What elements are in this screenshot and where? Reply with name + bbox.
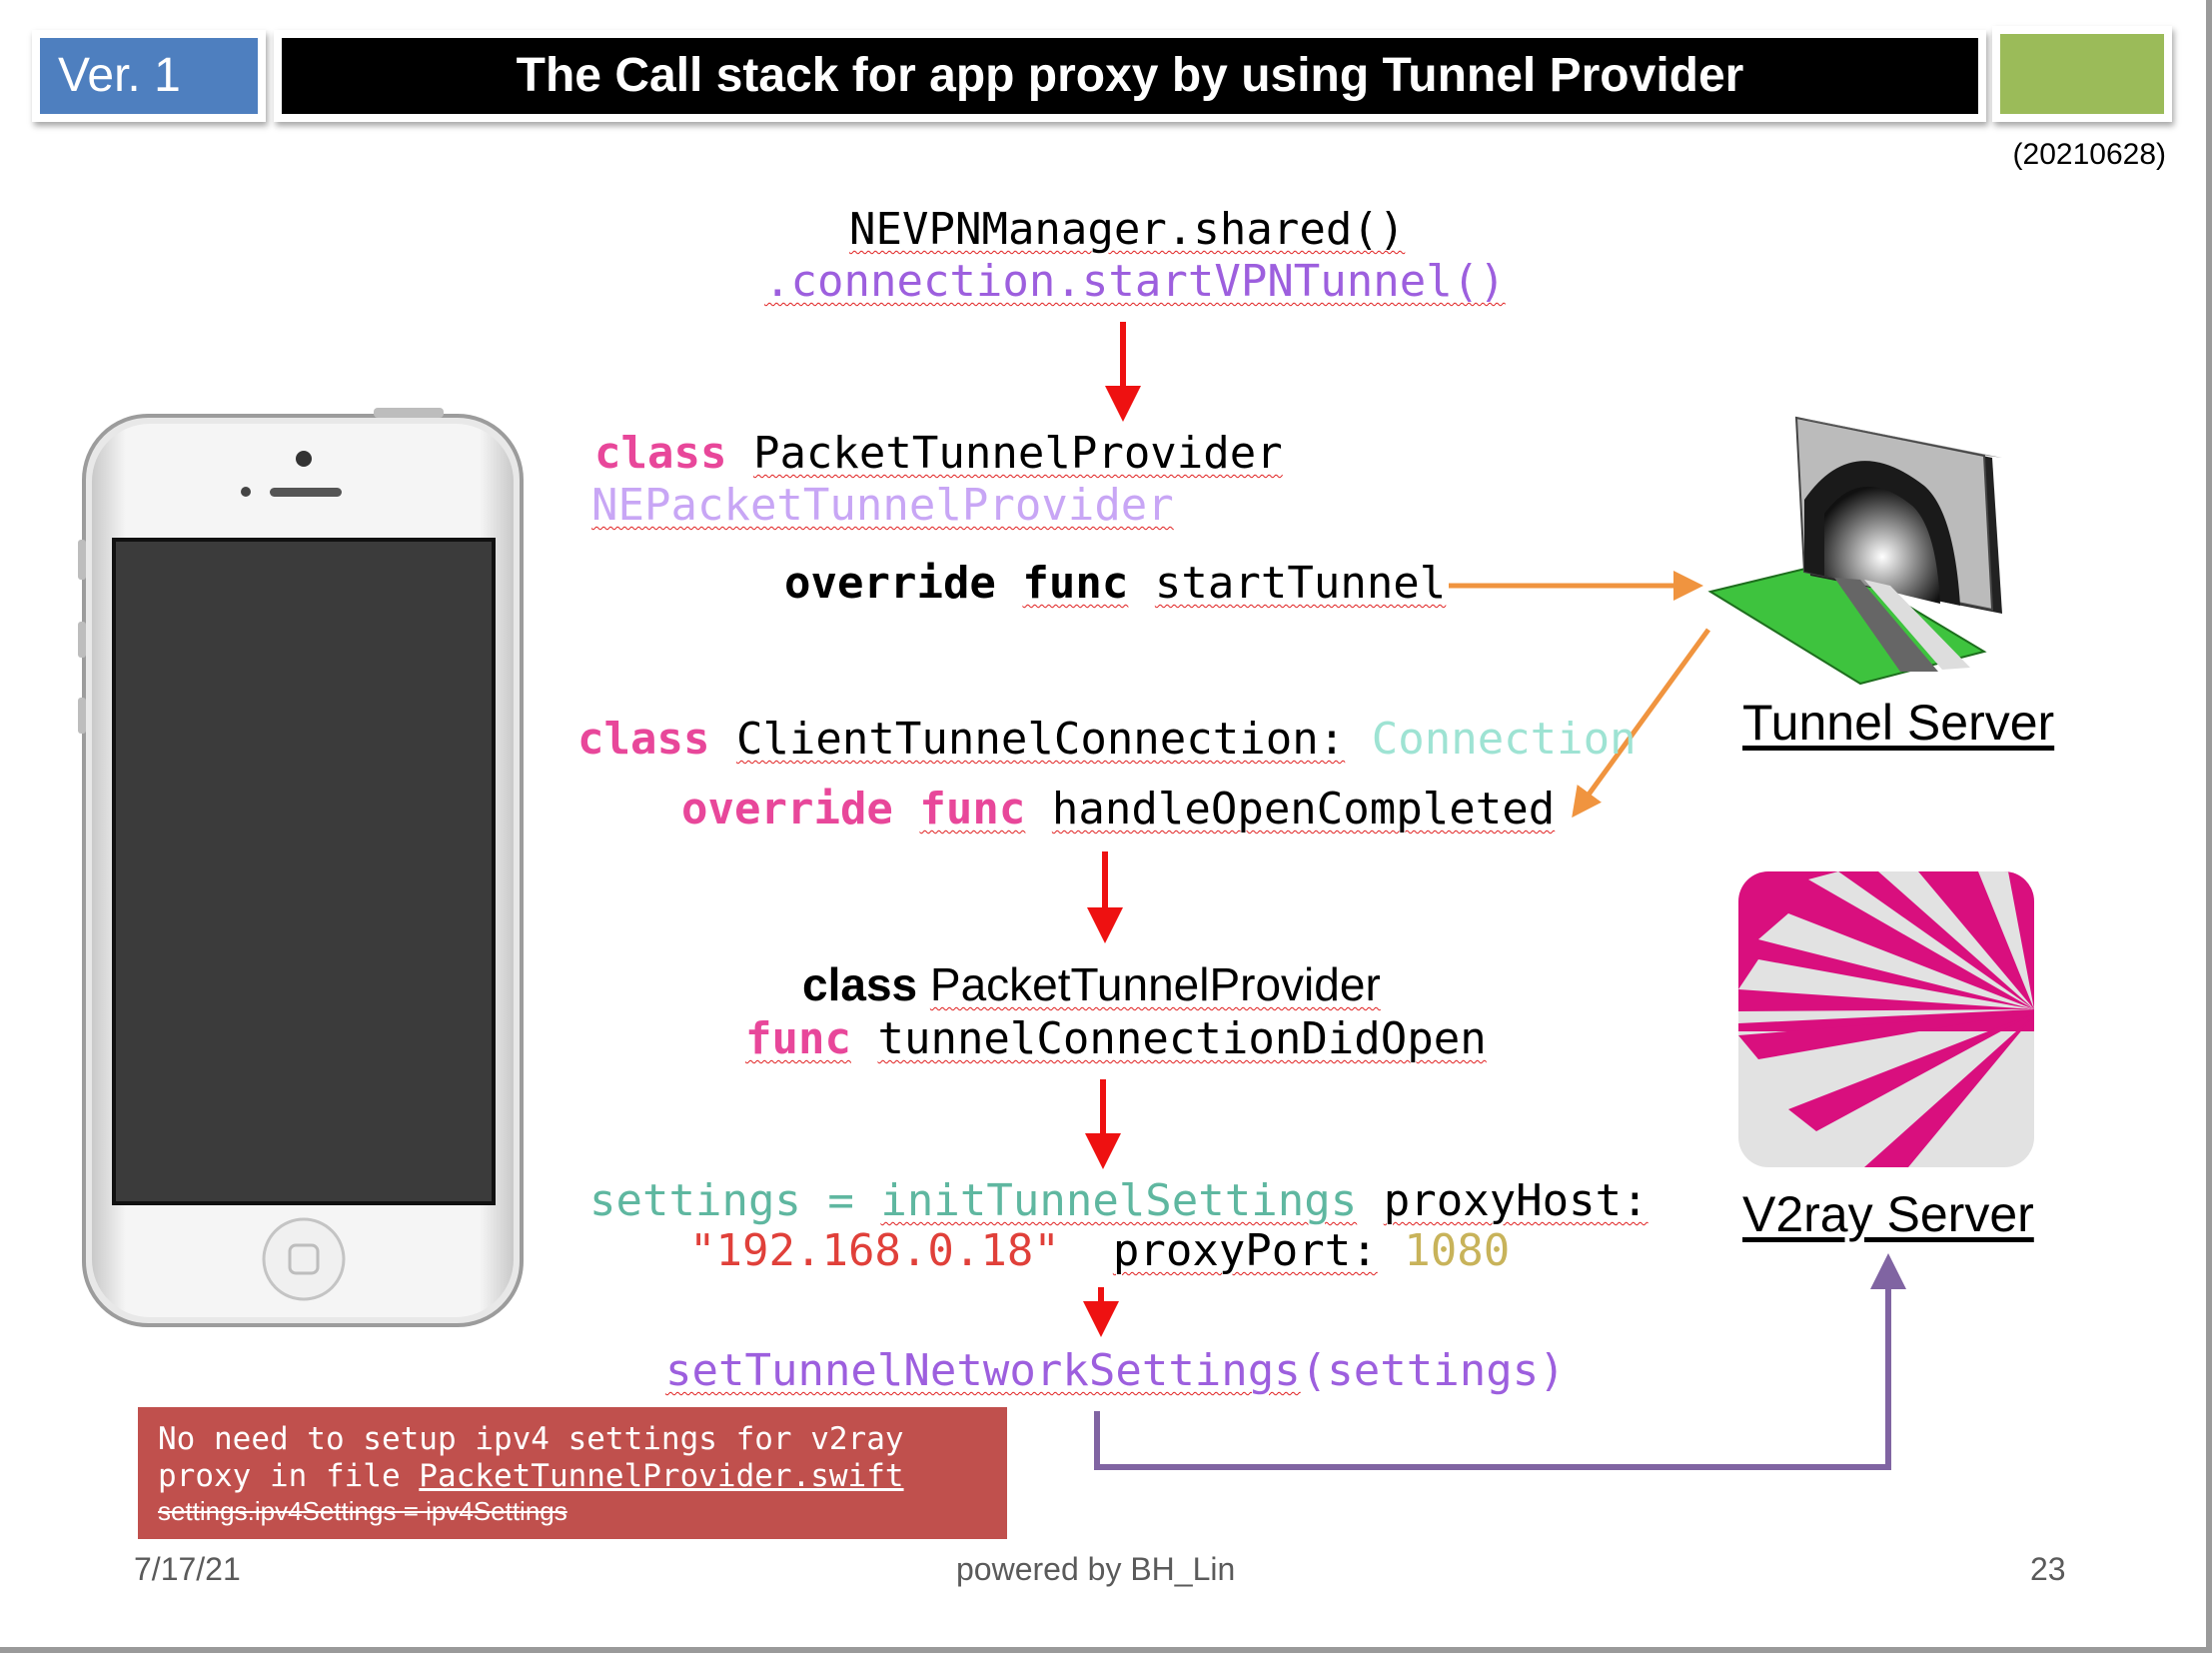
- set-network-settings-call: setTunnelNetworkSettings(settings): [665, 1345, 1566, 1398]
- init-func: initTunnelSettings: [880, 1175, 1358, 1226]
- note-line-1: No need to setup ipv4 settings for v2ray: [158, 1421, 904, 1457]
- func-name: handleOpenCompleted: [1051, 784, 1556, 834]
- override-keyword: override: [681, 784, 893, 834]
- class-keyword: class: [577, 714, 710, 765]
- footer-credit: powered by BH_Lin: [956, 1551, 1236, 1587]
- func-name: startTunnel: [1154, 558, 1447, 609]
- note-box: No need to setup ipv4 settings for v2ray…: [138, 1407, 1007, 1539]
- v2ray-logo-icon: [1738, 871, 2034, 1167]
- page-title: The Call stack for app proxy by using Tu…: [282, 38, 1978, 114]
- handle-open-func: override func handleOpenCompleted: [681, 784, 1555, 836]
- proxy-host-label: proxyHost:: [1383, 1175, 1649, 1226]
- version-label: Ver. 1: [40, 38, 258, 114]
- set-network-args: (settings): [1300, 1345, 1566, 1396]
- v2ray-server-label: V2ray Server: [1742, 1186, 2034, 1242]
- ptp-class-decl: class PacketTunnelProvider: [594, 428, 1283, 481]
- func-name: tunnelConnectionDidOpen: [877, 1013, 1487, 1064]
- ctc-class-decl: class ClientTunnelConnection: Connection: [577, 714, 1637, 767]
- start-tunnel-func: override func startTunnel: [784, 558, 1446, 611]
- note-line-3: settings.ipv4Settings = ipv4Settings: [158, 1496, 567, 1526]
- to-v2ray-arrow: [1094, 1253, 1906, 1470]
- class-name: PacketTunnelProvider: [752, 428, 1283, 479]
- class-name: PacketTunnelProvider: [929, 958, 1381, 1010]
- vpn-manager-line1: NEVPNManager.shared(): [849, 204, 1406, 255]
- set-network-func: setTunnelNetworkSettings: [665, 1345, 1301, 1396]
- class-keyword: class: [594, 428, 727, 479]
- tunnel-server-label: Tunnel Server: [1742, 695, 2055, 751]
- tunnel-icon: [1707, 416, 2002, 686]
- corner-block: [1992, 26, 2172, 122]
- ptp-superclass: NEPacketTunnelProvider: [591, 480, 1174, 533]
- corner-block-fill: [2000, 34, 2164, 114]
- vpn-manager-call: NEVPNManager.shared(): [849, 204, 1405, 257]
- class-keyword: class: [802, 958, 918, 1010]
- proxy-port-label: proxyPort:: [1112, 1225, 1378, 1276]
- func-keyword: func: [745, 1013, 851, 1064]
- vpn-manager-line2: .connection.startVPNTunnel(): [764, 256, 1506, 307]
- settings-init-line: settings = initTunnelSettings proxyHost:: [589, 1175, 1649, 1228]
- title-bar: The Call stack for app proxy by using Tu…: [274, 30, 1986, 122]
- settings-var: settings =: [589, 1175, 854, 1226]
- date-stamp: (20210628): [2012, 138, 2166, 171]
- start-vpn-tunnel-call: .connection.startVPNTunnel(): [764, 256, 1506, 309]
- version-badge: Ver. 1: [32, 30, 266, 122]
- iphone-icon: [78, 408, 524, 1327]
- settings-args-line: "192.168.0.18" proxyPort: 1080: [689, 1225, 1510, 1278]
- from-tunnel-arrow: [1572, 628, 1711, 819]
- note-line-2: proxy in file PacketTunnelProvider.swift: [158, 1458, 987, 1495]
- func-keyword: func: [919, 784, 1026, 834]
- tunnel-did-open-func: func tunnelConnectionDidOpen: [745, 1013, 1487, 1066]
- class-name: ClientTunnelConnection:: [735, 714, 1346, 765]
- ptp2-class-decl: class PacketTunnelProvider: [802, 957, 1381, 1012]
- note-file-name: PacketTunnelProvider.swift: [419, 1458, 904, 1494]
- superclass-name: Connection: [1371, 714, 1637, 765]
- func-keyword: func: [1022, 558, 1129, 609]
- proxy-port-value: 1080: [1404, 1225, 1511, 1276]
- note-line-2-prefix: proxy in file: [158, 1458, 420, 1494]
- override-keyword: override: [784, 558, 996, 609]
- page-number: 23: [2030, 1551, 2066, 1587]
- superclass-name: NEPacketTunnelProvider: [591, 480, 1174, 531]
- footer-date: 7/17/21: [134, 1551, 241, 1587]
- proxy-host-value: "192.168.0.18": [689, 1225, 1060, 1276]
